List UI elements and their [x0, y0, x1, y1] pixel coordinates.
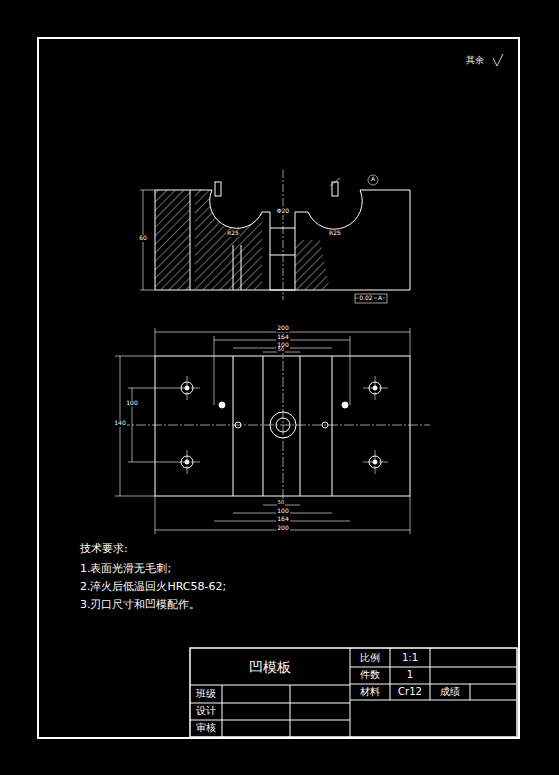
- dimension: 100: [125, 400, 138, 407]
- dimension: 100: [276, 508, 289, 515]
- table-cell: Cr12: [398, 686, 422, 697]
- dimension: 164: [276, 334, 289, 341]
- note-heading: 技术要求:: [80, 543, 128, 555]
- note-text: 3.刃口尺寸和凹模配作。: [80, 599, 201, 611]
- table-cell: 设计: [196, 705, 216, 716]
- table-cell: 比例: [360, 652, 380, 663]
- note-text: 其余: [466, 56, 484, 66]
- dimension: 200: [276, 325, 289, 332]
- note-text: 2.淬火后低温回火HRC58-62;: [80, 581, 226, 593]
- dimension: R25: [328, 230, 342, 237]
- tolerance: 0.02: [358, 295, 373, 302]
- table-cell: 件数: [360, 669, 380, 680]
- title-text: 凹模板: [249, 660, 291, 675]
- table-cell: 1: [407, 669, 413, 680]
- table-cell: 审核: [196, 722, 216, 733]
- dimension: 164: [276, 516, 289, 523]
- note-text: 1.表面光滑无毛刺;: [80, 563, 171, 575]
- table-cell: 1:1: [402, 652, 418, 663]
- table-cell: 班级: [196, 688, 216, 699]
- dimension: R25: [226, 230, 240, 237]
- dimension: 50: [277, 347, 285, 353]
- dimension: 140: [113, 420, 126, 427]
- dimension: Φ20: [276, 208, 290, 215]
- dimension: 50: [277, 500, 285, 506]
- datum: A: [377, 295, 383, 302]
- dimension: 200: [276, 525, 289, 532]
- table-cell: 成绩: [440, 686, 460, 697]
- dimension: 60: [138, 235, 148, 242]
- datum: A: [370, 176, 376, 183]
- table-cell: 材料: [360, 686, 380, 697]
